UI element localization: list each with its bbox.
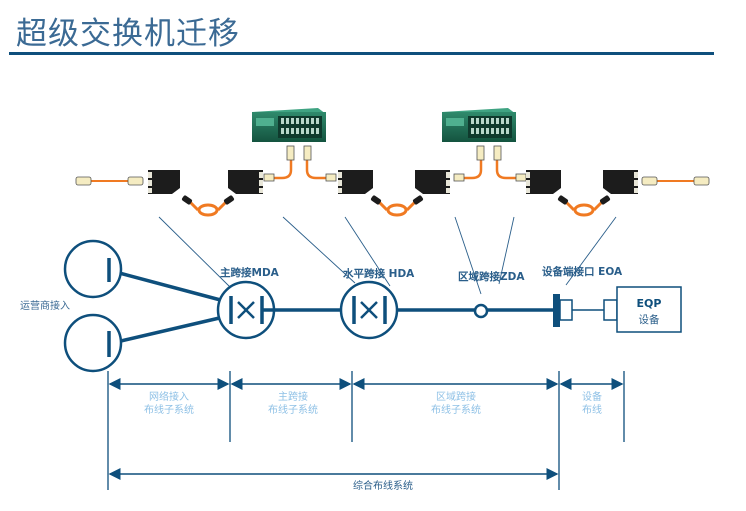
patch-cord-loop-icon xyxy=(370,195,424,217)
zda-label: 区域跨接ZDA xyxy=(458,270,525,283)
segment-label: 设备 xyxy=(582,390,602,403)
carrier-access-node xyxy=(63,313,123,373)
patch-panel-icon xyxy=(228,170,263,194)
eqp-label: EQP xyxy=(637,297,662,310)
hda-node xyxy=(339,280,399,340)
dimension-ticks xyxy=(107,371,625,490)
dimension-arrows xyxy=(108,378,624,480)
fiber-jumper-icon xyxy=(75,176,144,186)
eqp-sublabel: 设备 xyxy=(639,313,660,326)
segment-label: 主跨接 xyxy=(278,390,308,403)
eqp-box xyxy=(616,286,682,333)
segment-label: 布线子系统 xyxy=(144,403,194,416)
segment-label: 布线子系统 xyxy=(431,403,481,416)
patch-panel-icon xyxy=(415,170,450,194)
eoa-label: 设备端接口 EOA xyxy=(542,265,623,278)
switch-rack-icon xyxy=(442,108,516,142)
patch-panel-icon xyxy=(148,170,180,194)
carrier-link-lines xyxy=(107,268,229,346)
patch-cord-loop-icon xyxy=(557,195,611,217)
mda-label: 主跨接MDA xyxy=(220,266,280,279)
segment-label: 布线 xyxy=(582,403,602,416)
fiber-cord-icon xyxy=(272,160,520,180)
segment-label: 布线子系统 xyxy=(268,403,318,416)
eoa-outlet xyxy=(553,294,618,327)
fiber-jumper-icon xyxy=(641,176,710,186)
fiber-connector-icon xyxy=(263,145,527,182)
carrier-access-node xyxy=(63,239,123,299)
zda-node xyxy=(473,303,489,319)
patch-panel-icon xyxy=(603,170,638,194)
patch-cord-loop-icon xyxy=(181,195,235,217)
callout-lines xyxy=(158,216,617,295)
carrier-access-label: 运营商接入 xyxy=(20,299,70,312)
switch-rack-icon xyxy=(252,108,326,142)
slide-title: 超级交换机迁移 xyxy=(16,16,240,52)
overall-label: 综合布线系统 xyxy=(353,479,413,492)
patch-panel-icon xyxy=(338,170,373,194)
patch-panel-icon xyxy=(526,170,561,194)
segment-label: 区域跨接 xyxy=(436,390,476,403)
segment-label: 网络接入 xyxy=(149,390,189,403)
title-underline xyxy=(9,52,714,55)
mda-node xyxy=(216,280,276,340)
hda-label: 水平跨接 HDA xyxy=(342,267,415,280)
